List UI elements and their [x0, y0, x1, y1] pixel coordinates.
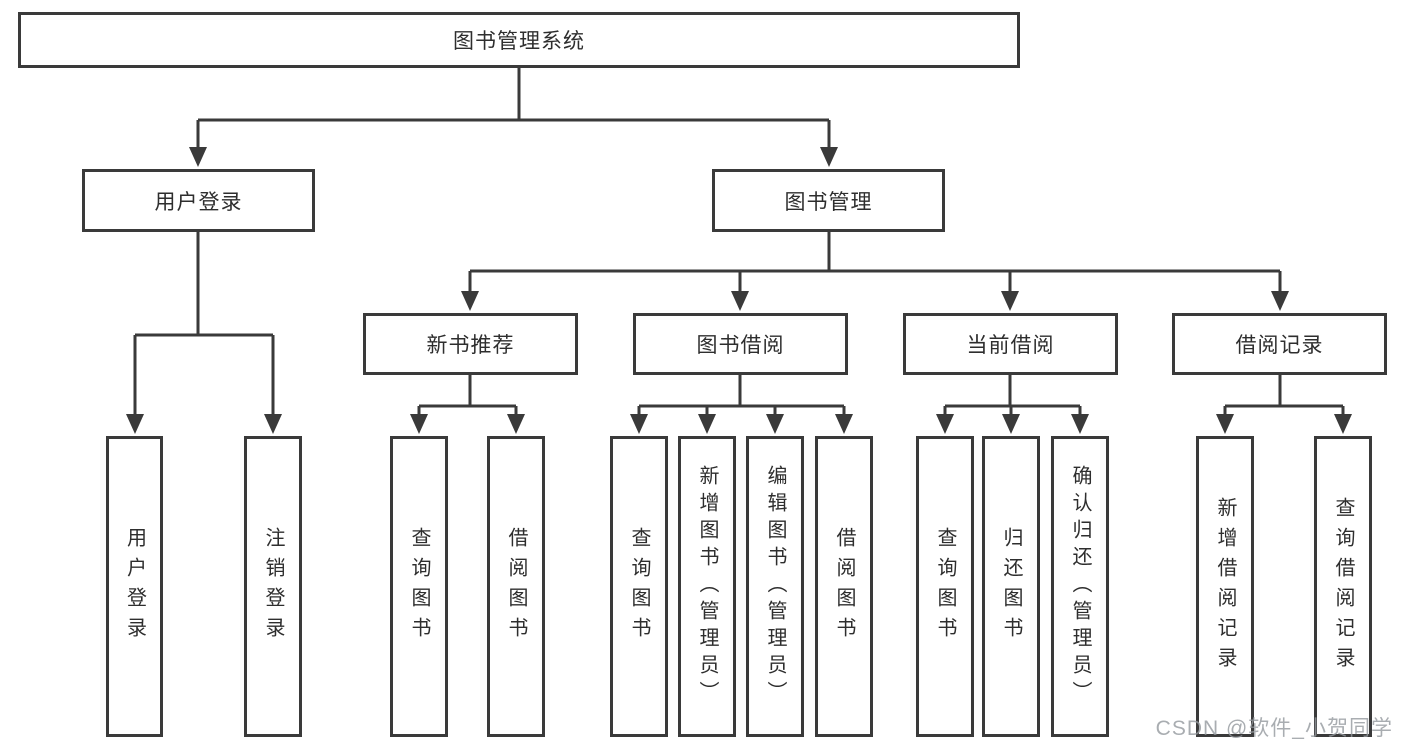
node-label: 注销登录 [262, 526, 284, 647]
node-book-borrowing: 图书借阅 [633, 313, 848, 375]
node-current-borrowing: 当前借阅 [903, 313, 1118, 375]
leaf-return-book: 归还图书 [982, 436, 1040, 737]
node-label: 查询图书 [408, 526, 430, 647]
node-label: 用户登录 [154, 190, 243, 214]
leaf-borrow-book: 借阅图书 [815, 436, 873, 737]
node-label: 图书管理系统 [453, 30, 585, 53]
node-label: 借阅记录 [1235, 334, 1324, 357]
leaf-query-borrow-record: 查询借阅记录 [1314, 436, 1372, 737]
node-label: 归还图书 [1000, 526, 1022, 647]
node-new-book-recommend: 新书推荐 [363, 313, 578, 375]
node-label: 用户登录 [123, 526, 146, 647]
node-borrowing-records: 借阅记录 [1172, 313, 1387, 375]
node-label: 查询图书 [934, 526, 956, 647]
node-user-login: 用户登录 [82, 169, 315, 232]
leaf-edit-book-admin: 编辑图书（管理员） [746, 436, 804, 737]
node-label: 编辑图书（管理员） [764, 465, 786, 708]
node-label: 查询借阅记录 [1332, 496, 1354, 677]
leaf-add-borrow-record: 新增借阅记录 [1196, 436, 1254, 737]
node-label: 当前借阅 [966, 334, 1055, 357]
node-label: 新增图书（管理员） [696, 465, 718, 708]
node-label: 新书推荐 [426, 334, 515, 357]
node-label: 借阅图书 [505, 526, 527, 647]
leaf-query-book-current: 查询图书 [916, 436, 974, 737]
leaf-logout: 注销登录 [244, 436, 302, 737]
leaf-add-book-admin: 新增图书（管理员） [678, 436, 736, 737]
node-label: 新增借阅记录 [1214, 496, 1236, 677]
leaf-user-login: 用户登录 [106, 436, 163, 737]
node-label: 借阅图书 [833, 526, 855, 647]
node-library-management-system: 图书管理系统 [18, 12, 1020, 68]
node-label: 图书管理 [784, 190, 873, 214]
leaf-query-book-borrowing: 查询图书 [610, 436, 668, 737]
leaf-borrow-book-recommend: 借阅图书 [487, 436, 545, 737]
leaf-query-book-recommend: 查询图书 [390, 436, 448, 737]
node-label: 图书借阅 [696, 334, 785, 357]
node-book-management: 图书管理 [712, 169, 945, 232]
node-label: 确认归还（管理员） [1069, 465, 1091, 708]
node-label: 查询图书 [628, 526, 650, 647]
leaf-confirm-return-admin: 确认归还（管理员） [1051, 436, 1109, 737]
